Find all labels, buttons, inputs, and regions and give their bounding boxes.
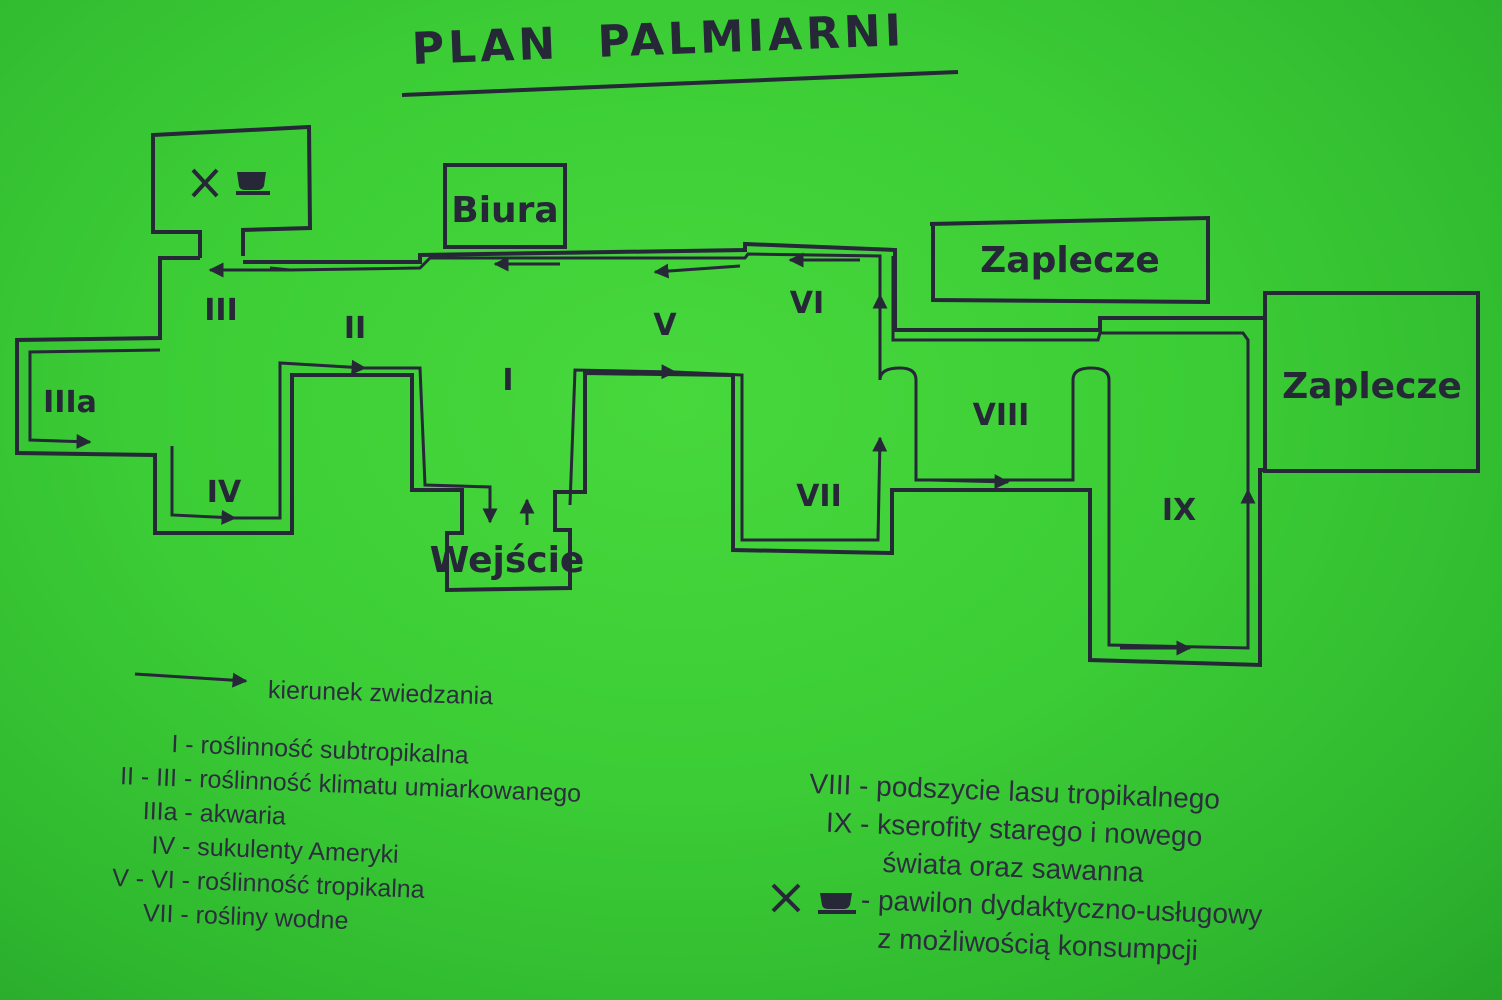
storage-top-outline: [929, 215, 1210, 305]
arrow: [235, 359, 367, 520]
legend-item: IIIa - akwaria: [142, 797, 287, 831]
arrow: [674, 370, 888, 542]
fork-knife-icon: [191, 168, 219, 198]
offices-outline: [443, 163, 567, 249]
arrow: [28, 348, 161, 450]
arrow: [170, 446, 237, 525]
area-IX: IX: [1162, 493, 1196, 528]
arrow: [929, 474, 1010, 490]
area-II: II: [344, 311, 366, 346]
area-VII: VII: [796, 479, 842, 514]
area-I: I: [502, 363, 513, 398]
area-V: V: [653, 308, 677, 343]
legend-arrow: [134, 672, 248, 688]
fork-knife-icon: [771, 883, 801, 913]
area-IIIa: IIIa: [43, 385, 97, 420]
entrance-label: Wejście: [430, 540, 585, 581]
arrow: [568, 364, 677, 506]
title-underline: [401, 70, 959, 97]
area-IV: IV: [207, 475, 242, 510]
cafe-pavilion-outline: [151, 124, 313, 258]
coffee-cup-icon: [236, 172, 270, 195]
arrow: [653, 263, 741, 279]
area-VIII: VIII: [973, 398, 1030, 433]
coffee-cup-icon: [818, 893, 856, 914]
greenhouse-outline: [15, 241, 1265, 668]
storage-right-label: Zaplecze: [1282, 366, 1462, 407]
arrow: [365, 366, 498, 524]
storage-right-outline: [1263, 291, 1480, 473]
storage-top-label: Zaplecze: [980, 240, 1160, 281]
area-VI: VI: [790, 286, 824, 321]
offices-label: Biura: [451, 190, 558, 231]
inner-path: [269, 252, 1250, 650]
area-III: III: [204, 293, 238, 328]
